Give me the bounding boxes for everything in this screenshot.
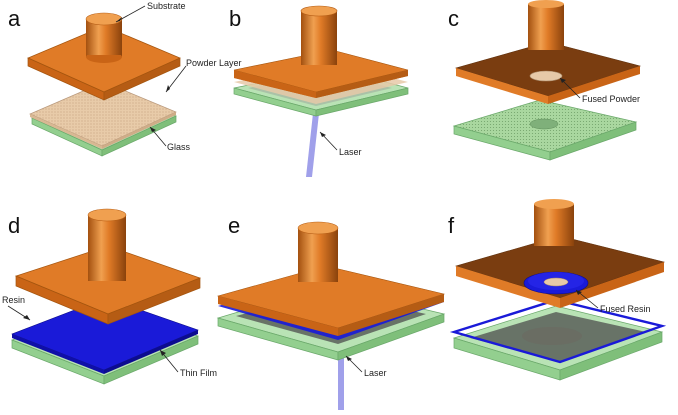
fused-resin-label: Fused Resin — [600, 304, 651, 314]
substrate-cylinder — [534, 199, 574, 246]
glass-label: Glass — [167, 142, 191, 152]
thin-film-label: Thin Film — [180, 368, 217, 378]
panel-letter-f: f — [448, 213, 455, 238]
panel-letter-c: c — [448, 6, 459, 31]
panel-a: a Substrate Powder Layer Glass — [8, 1, 242, 157]
resin-layer — [449, 298, 667, 364]
substrate-cylinder — [297, 221, 339, 282]
resin-label: Resin — [2, 295, 25, 305]
fused-resin-callout: Fused Resin — [575, 289, 651, 314]
resin-callout: Resin — [2, 295, 31, 321]
panel-letter-d: d — [8, 213, 20, 238]
substrate-cylinder — [528, 0, 564, 50]
substrate-cylinder — [85, 12, 123, 63]
substrate-plate — [454, 41, 642, 104]
thin-film-callout: Thin Film — [159, 349, 217, 378]
substrate-plate — [216, 265, 446, 336]
panel-d: d Resin Thin Film — [2, 208, 217, 385]
panel-e: e Laser — [216, 213, 446, 410]
substrate-plate — [233, 49, 409, 98]
fused-powder-callout: Fused Powder — [559, 77, 640, 104]
glass-callout: Glass — [149, 126, 191, 152]
glass-plate — [452, 99, 638, 161]
panel-f: f Fused Resin — [448, 199, 667, 381]
panel-letter-b: b — [229, 6, 241, 31]
panel-b: b Laser — [229, 5, 409, 177]
powder-layer-label: Powder Layer — [186, 58, 242, 68]
powder-layer — [29, 81, 177, 149]
powder-layer-callout: Powder Layer — [165, 58, 242, 93]
panel-letter-a: a — [8, 6, 21, 31]
resin-layer — [11, 297, 199, 374]
laser-label-e: Laser — [364, 368, 387, 378]
substrate-label: Substrate — [147, 1, 186, 11]
fused-powder-label: Fused Powder — [582, 94, 640, 104]
fused-powder-disc — [529, 70, 563, 82]
panel-letter-e: e — [228, 213, 240, 238]
laser-label-b: Laser — [339, 147, 362, 157]
glass-plate — [452, 305, 664, 381]
fused-resin-ring — [523, 271, 589, 295]
substrate-callout: Substrate — [115, 1, 186, 23]
substrate-plate — [454, 235, 666, 308]
laser-callout: Laser — [319, 131, 362, 157]
substrate-cylinder — [87, 208, 127, 281]
laser-callout: Laser — [345, 355, 387, 378]
panel-c: c Fused Powder — [448, 0, 642, 161]
substrate-cylinder — [300, 5, 338, 65]
